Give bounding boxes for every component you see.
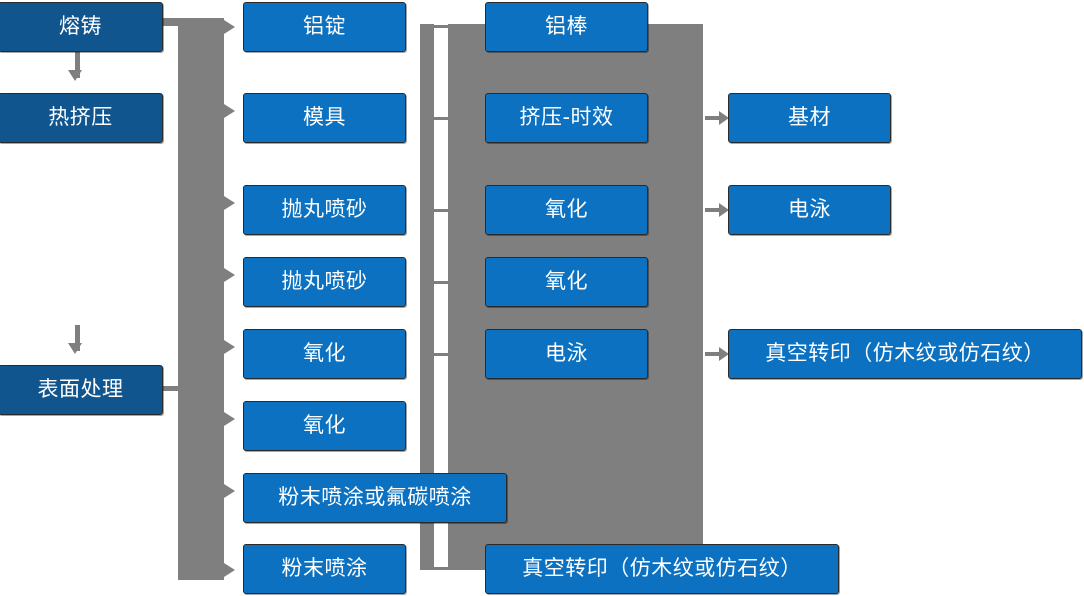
node-extrusion-aging[interactable]: 挤压-时效 <box>485 93 648 143</box>
stage-link-arrow-icon <box>68 70 82 81</box>
stage-label-melting: 熔铸 <box>59 14 102 39</box>
trunk-arrow-col1-4 <box>224 268 235 282</box>
trunk-arrow-col1-7 <box>224 484 235 498</box>
trunk-arrow-col1-1 <box>224 20 235 34</box>
arrow-to-substrate <box>705 111 729 125</box>
stage-link-vertical <box>75 52 80 78</box>
node-substrate[interactable]: 基材 <box>728 93 891 143</box>
node-label-vacuum-transfer-col2: 真空转印（仿木纹或仿石纹） <box>522 556 802 581</box>
node-oxidation-col1-1[interactable]: 氧化 <box>243 329 406 379</box>
stage-box-extrusion[interactable]: 热挤压 <box>0 93 163 143</box>
node-oxidation-col2-2[interactable]: 氧化 <box>485 257 648 307</box>
node-powder-coating[interactable]: 粉末喷涂 <box>243 544 406 594</box>
stage-box-melting[interactable]: 熔铸 <box>0 2 163 52</box>
node-shotblast-2[interactable]: 抛丸喷砂 <box>243 257 406 307</box>
node-vacuum-transfer-col3[interactable]: 真空转印（仿木纹或仿石纹） <box>728 329 1082 379</box>
node-label-oxidation-col1-1: 氧化 <box>303 341 346 366</box>
node-label-electrophoresis-col3: 电泳 <box>788 197 831 222</box>
node-label-powder-fluoro-coating: 粉末喷涂或氟碳喷涂 <box>278 485 472 510</box>
arrow-to-vacuum <box>705 347 729 361</box>
node-oxidation-col2-1[interactable]: 氧化 <box>485 185 648 235</box>
trunk-mid-tick-3 <box>434 209 454 212</box>
node-ingot[interactable]: 铝锭 <box>243 2 406 52</box>
node-aluminum-bar[interactable]: 铝棒 <box>485 2 648 52</box>
trunk-arrow-col1-2 <box>224 104 235 118</box>
node-label-oxidation-col2-2: 氧化 <box>545 269 588 294</box>
node-shotblast-1[interactable]: 抛丸喷砂 <box>243 185 406 235</box>
node-die[interactable]: 模具 <box>243 93 406 143</box>
trunk-mid-tick-2 <box>434 117 454 120</box>
node-label-die: 模具 <box>303 105 346 130</box>
trunk-arrow-col1-6 <box>224 412 235 426</box>
stage-link-vertical-2 <box>75 325 80 351</box>
node-oxidation-col1-2[interactable]: 氧化 <box>243 401 406 451</box>
trunk-mid-tick-5 <box>434 353 454 356</box>
stage-label-surface: 表面处理 <box>37 377 124 402</box>
trunk-mid-tick-6 <box>434 567 454 570</box>
stage-box-surface[interactable]: 表面处理 <box>0 365 163 415</box>
trunk-arrow-col1-8 <box>224 563 235 577</box>
trunk-left-vertical <box>178 18 224 580</box>
trunk-mid-tick-4 <box>434 281 454 284</box>
node-label-oxidation-col2-1: 氧化 <box>545 197 588 222</box>
node-vacuum-transfer-col2[interactable]: 真空转印（仿木纹或仿石纹） <box>485 544 839 594</box>
stage-link-arrow-icon-2 <box>68 343 82 354</box>
node-label-shotblast-1: 抛丸喷砂 <box>281 197 368 222</box>
trunk-arrow-col1-3 <box>224 196 235 210</box>
trunk-mid-vertical <box>420 24 434 570</box>
stage-label-extrusion: 热挤压 <box>48 105 113 130</box>
trunk-arrow-col1-5 <box>224 340 235 354</box>
node-powder-fluoro-coating[interactable]: 粉末喷涂或氟碳喷涂 <box>243 473 507 523</box>
trunk-left-stub-surface <box>163 386 185 391</box>
node-label-aluminum-bar: 铝棒 <box>545 14 588 39</box>
node-label-extrusion-aging: 挤压-时效 <box>519 105 614 130</box>
node-electrophoresis-col2[interactable]: 电泳 <box>485 329 648 379</box>
node-label-oxidation-col1-2: 氧化 <box>303 413 346 438</box>
arrow-to-electro <box>705 203 729 217</box>
node-label-powder-coating: 粉末喷涂 <box>281 556 368 581</box>
node-electrophoresis-col3[interactable]: 电泳 <box>728 185 891 235</box>
trunk-left-stub-melting <box>163 18 183 26</box>
trunk-mid-tick-1 <box>434 25 454 28</box>
node-label-electrophoresis-col2: 电泳 <box>545 341 588 366</box>
node-label-ingot: 铝锭 <box>303 14 346 39</box>
node-label-shotblast-2: 抛丸喷砂 <box>281 269 368 294</box>
node-label-substrate: 基材 <box>788 105 831 130</box>
node-label-vacuum-transfer-col3: 真空转印（仿木纹或仿石纹） <box>765 341 1045 366</box>
